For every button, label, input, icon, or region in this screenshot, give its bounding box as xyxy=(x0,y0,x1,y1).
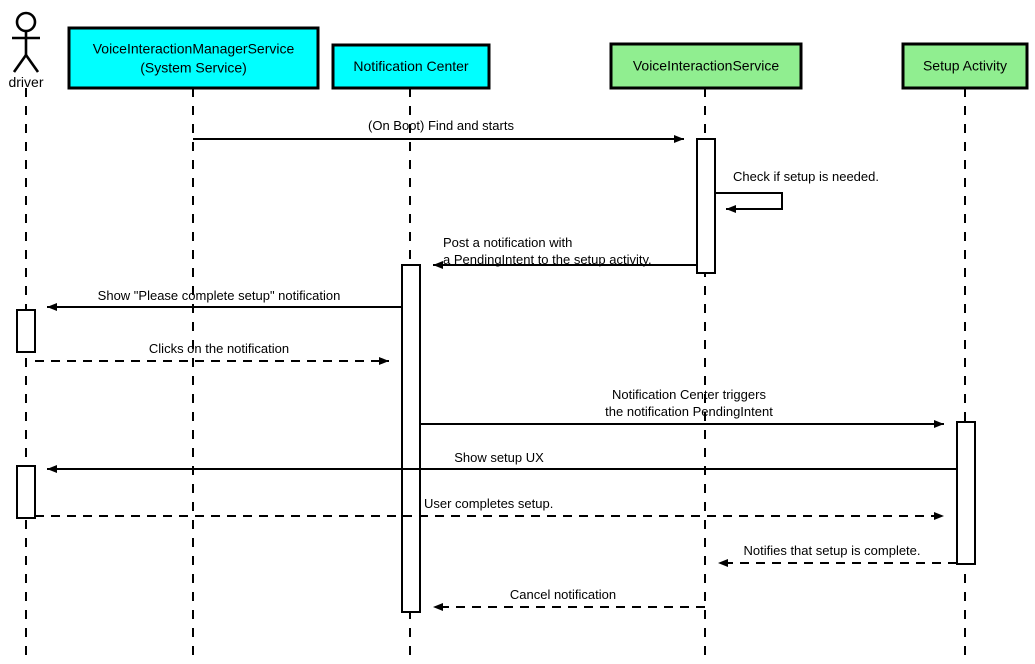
participant-label-vims: VoiceInteractionManagerService xyxy=(93,41,295,57)
message-label: Post a notification with xyxy=(443,235,572,250)
participant-box-notification-center[interactable] xyxy=(331,43,491,90)
message-label: Check if setup is needed. xyxy=(733,169,879,184)
participant-sublabel-vims: (System Service) xyxy=(140,60,247,76)
participant-head-vims[interactable]: VoiceInteractionManagerService (System Se… xyxy=(67,26,320,90)
msg-cancel-notification[interactable]: Cancel notification xyxy=(433,587,705,611)
actor-head-icon xyxy=(15,11,37,33)
msg-notification-center-triggers-pendingintent[interactable]: Notification Center triggers the notifica… xyxy=(420,387,944,428)
participant-head-setup-activity[interactable]: Setup Activity xyxy=(901,42,1029,90)
participant-head-notification-center[interactable]: Notification Center xyxy=(331,43,491,90)
participant-head-voice-interaction-service[interactable]: VoiceInteractionService xyxy=(609,42,803,90)
msg-on-boot-find-and-starts[interactable]: (On Boot) Find and starts xyxy=(193,118,684,143)
msg-post-a-notification[interactable]: Post a notification with a PendingIntent … xyxy=(433,235,697,269)
msg-clicks-on-the-notification[interactable]: Clicks on the notification xyxy=(35,341,389,365)
activation-bar-driver xyxy=(16,465,36,519)
participant-label-driver: driver xyxy=(8,74,43,90)
message-label: Notification Center triggers xyxy=(612,387,766,402)
activations-layer xyxy=(16,138,976,613)
participant-box-vims[interactable] xyxy=(67,26,320,90)
participant-head-driver[interactable]: driver xyxy=(8,11,44,90)
msg-check-if-setup-is-needed[interactable]: Check if setup is needed. xyxy=(715,169,879,213)
self-call-path xyxy=(715,192,783,213)
message-label: Cancel notification xyxy=(510,587,616,602)
message-label: Show setup UX xyxy=(454,450,544,465)
participant-box-setup-activity[interactable] xyxy=(901,42,1029,90)
msg-notifies-that-setup-is-complete[interactable]: Notifies that setup is complete. xyxy=(718,543,957,567)
participant-heads-layer: driver VoiceInteractionManagerService (Sys… xyxy=(8,11,1029,90)
actor-left-leg-icon xyxy=(12,54,28,73)
activation-bar-driver xyxy=(16,309,36,353)
activation-bar-notification-center xyxy=(401,264,421,613)
message-label: Show "Please complete setup" notificatio… xyxy=(98,288,341,303)
actor-right-leg-icon xyxy=(24,54,40,73)
message-label: the notification PendingIntent xyxy=(605,404,773,419)
msg-user-completes-setup[interactable]: User completes setup. xyxy=(35,496,944,520)
participant-label-notification-center: Notification Center xyxy=(353,58,469,74)
participant-box-voice-interaction-service[interactable] xyxy=(609,42,803,90)
message-label: Notifies that setup is complete. xyxy=(743,543,920,558)
msg-show-please-complete-setup-notification[interactable]: Show "Please complete setup" notificatio… xyxy=(47,288,402,311)
activation-bar-voice-interaction-service xyxy=(696,138,716,274)
msg-show-setup-ux[interactable]: Show setup UX xyxy=(47,450,957,473)
participant-label-voice-interaction-service: VoiceInteractionService xyxy=(633,58,780,74)
message-label: Clicks on the notification xyxy=(149,341,289,356)
activation-bar-setup-activity xyxy=(956,421,976,565)
participant-label-setup-activity: Setup Activity xyxy=(923,58,1007,74)
message-label: User completes setup. xyxy=(424,496,553,511)
message-label: a PendingIntent to the setup activity. xyxy=(443,252,652,267)
message-label: (On Boot) Find and starts xyxy=(368,118,514,133)
